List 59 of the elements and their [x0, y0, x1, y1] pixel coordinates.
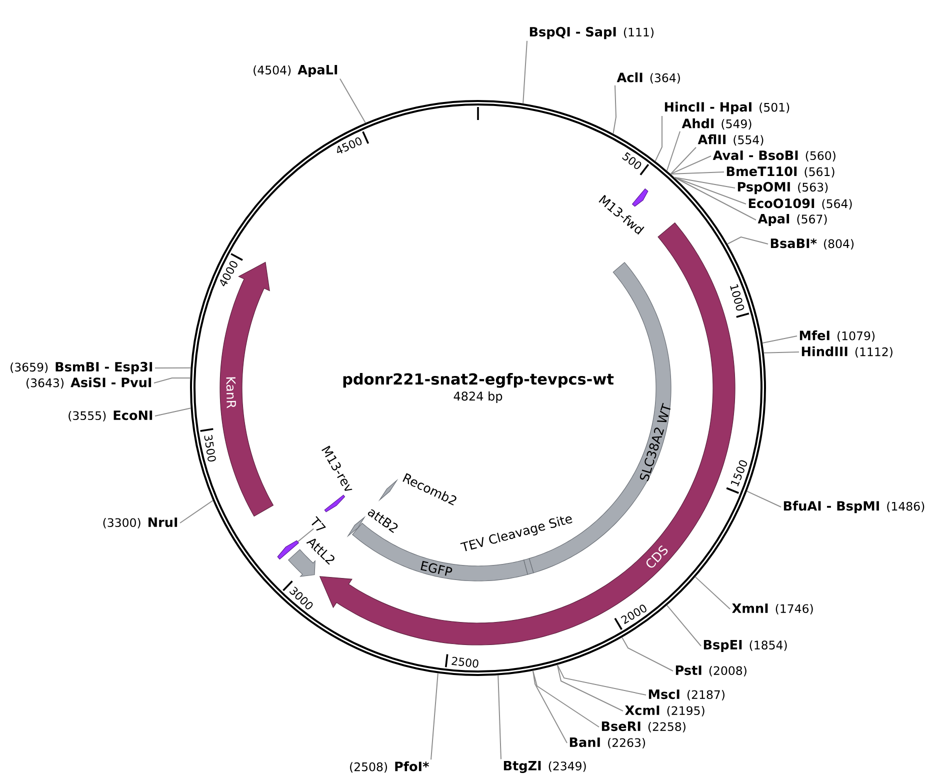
- tick-label: 4500: [337, 137, 362, 154]
- leader-line: [612, 84, 616, 134]
- cut-site-label: BtgZI (2349): [504, 760, 586, 774]
- cut-site-label: AflII (554): [698, 134, 764, 146]
- cut-site-label: (3300) NruI: [103, 518, 178, 528]
- leader-line: [726, 236, 768, 244]
- cut-site-label: HindIII (1112): [802, 346, 892, 358]
- leader-line: [532, 670, 600, 728]
- leader-line: [762, 336, 798, 344]
- cut-site-label: (4504) ApaLI: [254, 65, 338, 77]
- cut-site-label: BfuAI - BspMI (1486): [784, 500, 924, 514]
- cut-site-label: MfeI (1079): [800, 330, 875, 342]
- leader-line: [532, 670, 568, 744]
- leader-line: [694, 576, 730, 610]
- cut-site-label: BmeT110I (561): [726, 166, 834, 178]
- leader-line: [522, 40, 528, 104]
- leader-line: [666, 604, 702, 646]
- leader-line: [498, 674, 502, 760]
- tick-label: 4000: [220, 261, 238, 286]
- leader-line: [670, 172, 724, 174]
- cut-site-label: (2508) PfoI*: [350, 761, 429, 773]
- leader-line: [556, 664, 624, 712]
- cut-site-label: (3659) BsmBI - Esp3I: [10, 362, 152, 374]
- leader-line: [297, 528, 314, 542]
- leader-line: [674, 176, 756, 220]
- leader-line: [670, 156, 712, 174]
- leader-line: [654, 115, 662, 162]
- leader-line: [746, 490, 782, 508]
- cut-site-label: PspOMI (563): [738, 182, 828, 194]
- cut-site-label: PstI (2008): [676, 666, 746, 676]
- leader-line: [670, 146, 696, 174]
- leader-line: [430, 672, 438, 760]
- leader-line: [674, 176, 746, 204]
- cut-site-label: HincII - HpaI (501): [664, 102, 790, 114]
- cut-site-label: AvaI - BsoBI (560): [712, 150, 836, 162]
- cut-site-label: EcoO109I (564): [748, 198, 852, 210]
- cut-site-label: BspQI - SapI (111): [530, 26, 654, 40]
- cut-site-label: ApaI (567): [758, 214, 827, 226]
- tick-label: 2500: [452, 656, 478, 668]
- leader-line: [763, 352, 800, 354]
- tick-label: 500: [622, 152, 642, 170]
- leader-line: [154, 377, 191, 384]
- leader-line: [180, 500, 214, 524]
- leader-line: [666, 130, 680, 172]
- cut-site-label: AhdI (549): [682, 118, 752, 130]
- cut-site-label: (3555) EcoNI: [68, 410, 152, 422]
- cut-site-label: XcmI (2195): [625, 706, 704, 716]
- leader-line: [154, 408, 192, 416]
- cut-site-label: MscI (2187): [648, 690, 724, 700]
- cut-site-label: BsaBI* (804): [770, 238, 854, 250]
- leader-line: [622, 636, 674, 672]
- leader-line: [556, 664, 646, 696]
- cut-site-label: BanI (2263): [570, 738, 646, 748]
- cut-site-label: AclI (364): [616, 72, 680, 84]
- leader-line: [154, 367, 192, 368]
- cut-site-label: BseRI (2258): [602, 722, 686, 732]
- cut-site-label: (3643) AsiSI - PvuI: [26, 377, 152, 389]
- leader-line: [674, 176, 736, 188]
- leader-line: [340, 78, 366, 124]
